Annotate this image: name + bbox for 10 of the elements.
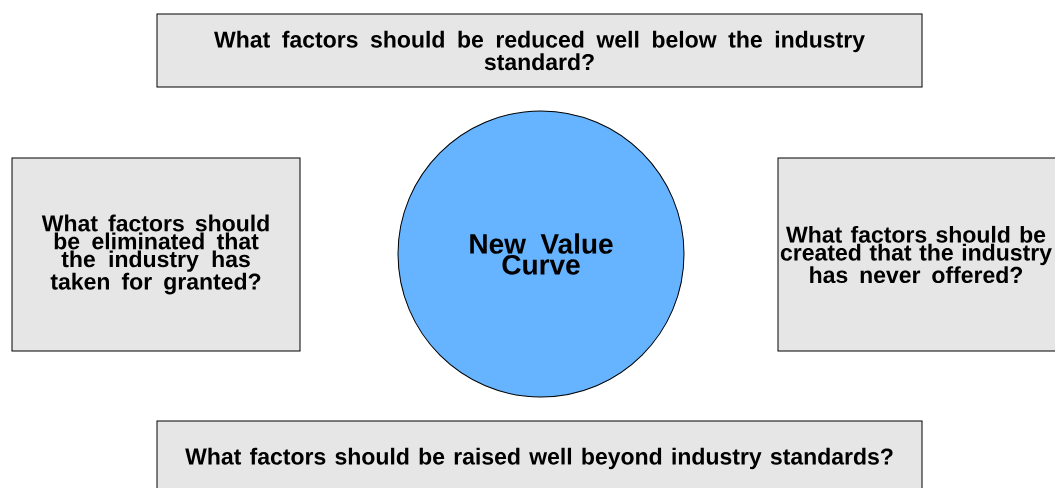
node-label: New Value Curve (470, 233, 613, 275)
node-label: What factors should be reduced well below the industry standard? (214, 30, 865, 71)
node-label: What factors should be raised well beyond industry standards? (185, 447, 893, 470)
node-label: What factors should be eliminated that the industry has taken for granted? (41, 214, 269, 295)
question-box (156, 420, 923, 488)
question-box (11, 157, 301, 352)
value-curve-circle (397, 110, 685, 398)
question-box (777, 157, 1055, 352)
node-label: What factors should be created that the industry has never offered? (780, 225, 1052, 284)
question-box (156, 13, 923, 88)
